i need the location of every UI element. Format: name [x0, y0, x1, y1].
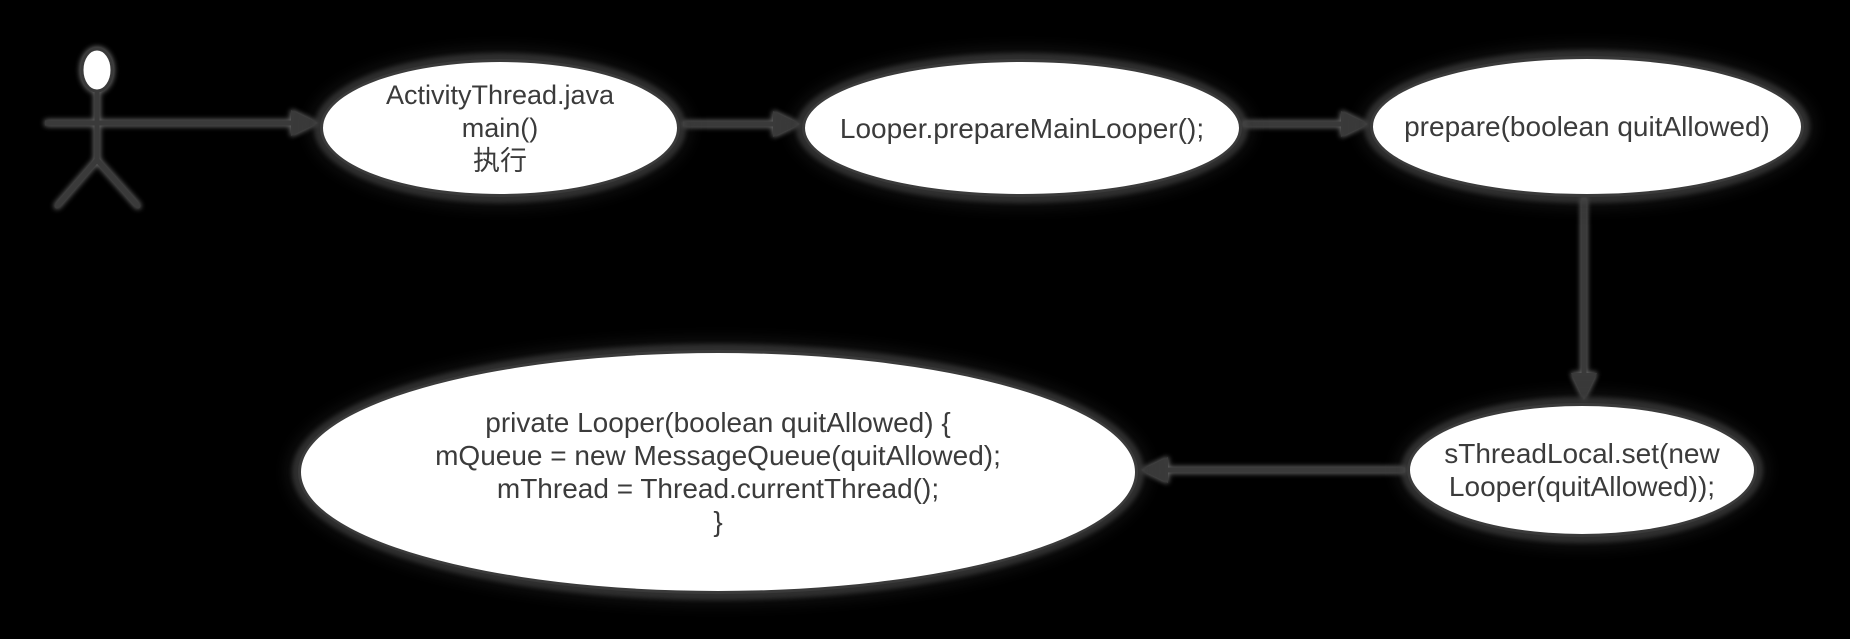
node-sthreadlocal-set: sThreadLocal.set(new Looper(quitAllowed)…: [1407, 403, 1757, 537]
user-actor-icon: [54, 47, 141, 209]
node-line: ActivityThread.java: [385, 79, 615, 110]
node-line: }: [713, 506, 723, 537]
actor-right-leg: [94, 157, 141, 209]
node-line: mQueue = new MessageQueue(quitAllowed);: [435, 440, 1001, 471]
arrow-prepare-to-sthreadlocal: [1571, 198, 1597, 400]
arrow-preparemainlooper-to-prepare: [1243, 111, 1368, 137]
node-line: mThread = Thread.currentThread();: [496, 473, 940, 504]
node-line: Looper.prepareMainLooper();: [839, 112, 1205, 144]
node-line: Looper(quitAllowed));: [1448, 471, 1716, 502]
actor-head: [80, 47, 114, 93]
node-line: main(): [461, 112, 539, 143]
node-line: private Looper(boolean quitAllowed) {: [485, 407, 951, 438]
node-prepare-main-looper: Looper.prepareMainLooper();: [802, 59, 1242, 197]
actor-left-leg: [54, 157, 100, 209]
arrow-actor-to-main: [45, 110, 318, 136]
arrow-sthreadlocal-to-constructor: [1141, 457, 1405, 483]
arrow-main-to-preparemainlooper: [683, 111, 800, 137]
node-line: 执行: [473, 145, 527, 176]
node-activity-thread-main: ActivityThread.java main() 执行: [320, 59, 680, 197]
node-line: sThreadLocal.set(new: [1444, 438, 1720, 469]
node-looper-constructor: private Looper(boolean quitAllowed) { mQ…: [298, 350, 1138, 594]
node-line: prepare(boolean quitAllowed): [1404, 111, 1770, 142]
node-prepare-quit-allowed: prepare(boolean quitAllowed): [1370, 56, 1804, 197]
